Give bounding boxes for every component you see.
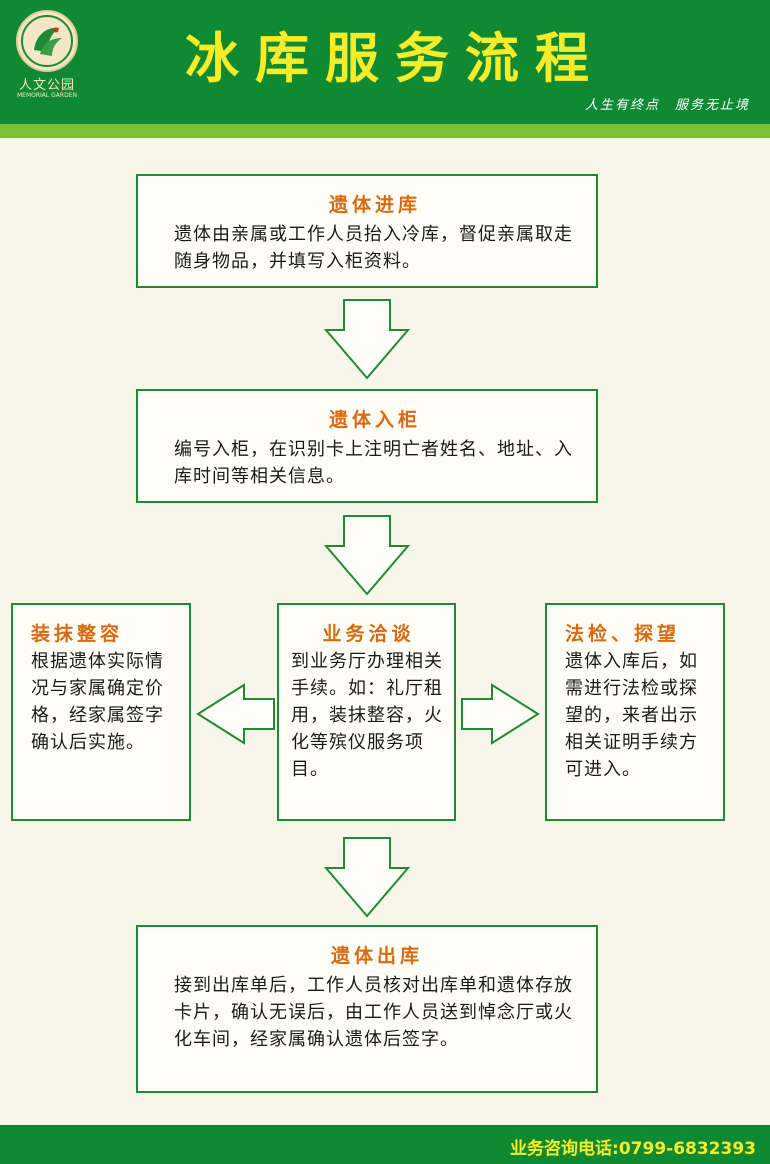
step-body-release: 遗体出库 接到出库单后，工作人员核对出库单和遗体存放卡片，确认无误后，由工作人员… <box>136 925 598 1093</box>
step-title: 遗体入柜 <box>328 409 421 431</box>
logo-name: 人文公园 <box>18 78 75 93</box>
logo-subtitle: MEMORIAL GARDEN <box>17 92 77 99</box>
arrow-down-icon <box>323 515 411 596</box>
page-title: 冰库服务流程 <box>185 27 605 90</box>
step-body-storage: 遗体入柜 编号入柜，在识别卡上注明亡者姓名、地址、入库时间等相关信息。 <box>136 389 598 503</box>
step-text: 接到出库单后，工作人员核对出库单和遗体存放卡片，确认无误后，由工作人员送到悼念厅… <box>174 975 573 1050</box>
slogan: 人生有终点 服务无止境 <box>584 98 750 113</box>
step-text: 遗体由亲属或工作人员抬入冷库，督促亲属取走随身物品，并填写入柜资料。 <box>174 224 573 272</box>
arrow-down-icon <box>323 299 411 380</box>
header-bar <box>0 0 770 124</box>
step-text: 根据遗体实际情况与家属确定价格，经家属签字确认后实施。 <box>31 651 164 753</box>
arrow-right-icon <box>461 683 540 745</box>
header-stripe <box>0 124 770 138</box>
step-title: 法检、探望 <box>565 623 681 645</box>
center-step-consultation: 业务洽谈 到业务厅办理相关手续。如：礼厅租用，装抹整容，火化等殡仪服务项目。 <box>277 603 456 821</box>
arrow-down-icon <box>323 837 411 918</box>
step-title: 遗体进库 <box>328 194 421 216</box>
side-step-inspection: 法检、探望 遗体入库后，如需进行法检或探望的，来者出示相关证明手续方可进入。 <box>545 603 725 821</box>
logo: 人文公园 MEMORIAL GARDEN <box>12 10 82 106</box>
step-title: 装抹整容 <box>31 623 124 645</box>
side-step-dressing: 装抹整容 根据遗体实际情况与家属确定价格，经家属签字确认后实施。 <box>11 603 191 821</box>
step-body-intake: 遗体进库 遗体由亲属或工作人员抬入冷库，督促亲属取走随身物品，并填写入柜资料。 <box>136 174 598 288</box>
contact-phone: 业务咨询电话:0799-6832393 <box>510 1139 756 1159</box>
step-title: 遗体出库 <box>330 945 423 967</box>
step-title: 业务洽谈 <box>322 623 415 645</box>
step-text: 到业务厅办理相关手续。如：礼厅租用，装抹整容，火化等殡仪服务项目。 <box>291 651 443 780</box>
arrow-left-icon <box>196 683 275 745</box>
step-text: 遗体入库后，如需进行法检或探望的，来者出示相关证明手续方可进入。 <box>565 651 698 780</box>
crane-logo-icon <box>16 10 78 72</box>
step-text: 编号入柜，在识别卡上注明亡者姓名、地址、入库时间等相关信息。 <box>174 439 573 487</box>
footer-bar <box>0 1125 770 1164</box>
